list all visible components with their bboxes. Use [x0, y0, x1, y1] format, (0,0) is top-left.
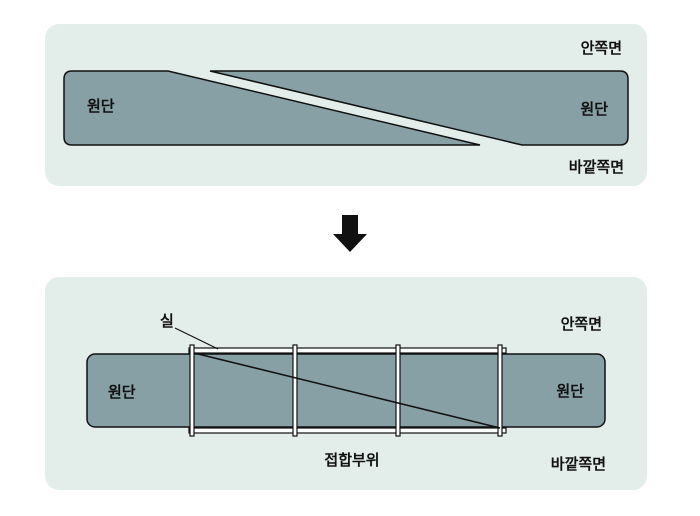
inner-side-label: 안쪽면 — [581, 39, 622, 57]
arrow-down-icon — [333, 215, 367, 252]
fabric-right-label: 원단 — [556, 382, 584, 400]
outer-side-label: 바깥쪽면 — [569, 158, 624, 176]
stitch-vertical — [189, 344, 195, 437]
stitch-bottom — [188, 427, 507, 434]
stitch-vertical — [292, 344, 298, 437]
stitch-top — [188, 347, 507, 354]
inner-side-label: 안쪽면 — [561, 315, 602, 333]
outer-side-label: 바깥쪽면 — [551, 455, 606, 473]
thread-label: 실 — [160, 312, 174, 330]
seam-area-label: 접합부위 — [324, 451, 379, 469]
top-panel: 안쪽면 원단 원단 바깥쪽면 — [45, 24, 647, 186]
fabric-right-piece — [209, 70, 629, 146]
fabric-left-label: 원단 — [87, 97, 115, 115]
seam-line — [193, 352, 501, 429]
bottom-panel: 실 안쪽면 원단 원단 접합부위 바깥쪽면 — [45, 277, 647, 490]
fabric-left-piece — [63, 70, 481, 146]
stitch-vertical — [395, 344, 401, 437]
fabric-left-label: 원단 — [108, 383, 136, 401]
fabric-right-label: 원단 — [580, 100, 608, 118]
thread-leader-line — [174, 327, 219, 350]
stitch-vertical — [497, 344, 503, 437]
stitches — [188, 344, 507, 437]
